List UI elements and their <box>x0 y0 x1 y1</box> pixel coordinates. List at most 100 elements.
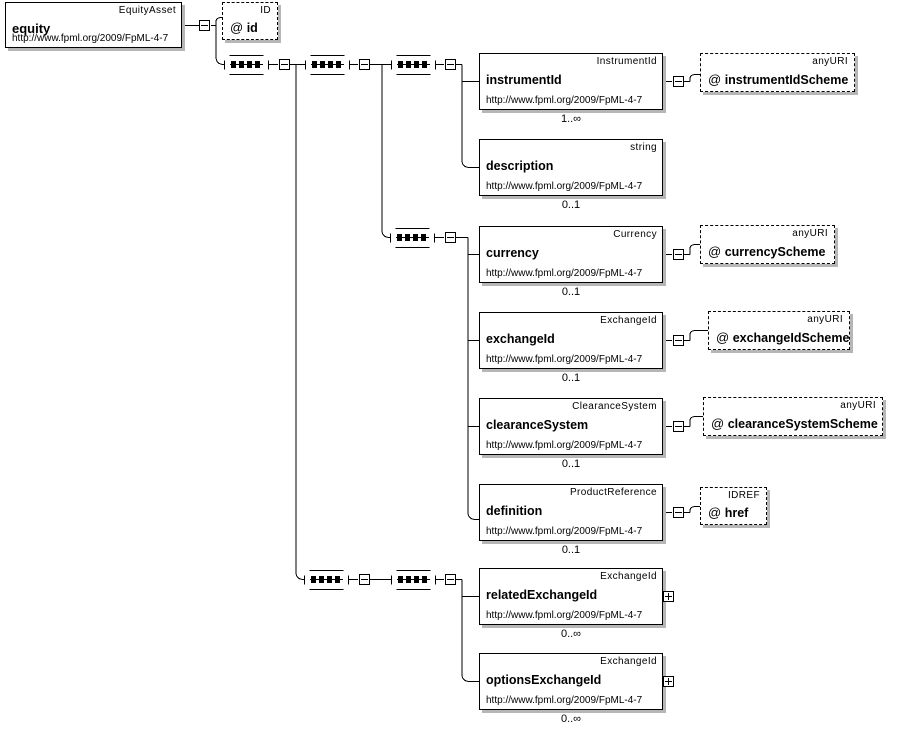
toggle-equity-collapse[interactable] <box>199 20 210 31</box>
sequence-node-exchange-outer[interactable] <box>304 570 349 590</box>
sequence-shell <box>391 55 436 75</box>
element-namespace-label: http://www.fpml.org/2009/FpML-4-7 <box>486 526 643 537</box>
cardinality-description: 0..1 <box>561 199 581 211</box>
sequence-node-currency[interactable] <box>390 228 435 248</box>
element-type-label: ExchangeId <box>600 315 657 326</box>
element-name-label: equity <box>12 21 51 36</box>
sequence-dot <box>414 61 419 68</box>
element-box-description[interactable]: string description http://www.fpml.org/2… <box>479 139 663 196</box>
toggle-sequence-exchange-outer[interactable] <box>359 574 370 585</box>
element-type-label: string <box>630 142 657 153</box>
element-name-label: description <box>486 159 554 173</box>
element-box-instrumentId[interactable]: InstrumentId instrumentId http://www.fpm… <box>479 53 663 110</box>
toggle-instrumentId-collapse[interactable] <box>673 76 684 87</box>
sequence-bar <box>396 237 429 238</box>
toggle-currency-collapse[interactable] <box>673 249 684 260</box>
element-name-label: definition <box>486 504 543 518</box>
attribute-box-id[interactable]: ID @ id <box>222 2 278 40</box>
sequence-dot <box>422 576 427 583</box>
sequence-node-root[interactable] <box>224 55 269 75</box>
cardinality-instrumentId: 1..∞ <box>560 113 582 125</box>
sequence-dot <box>398 576 403 583</box>
sequence-shell <box>304 570 349 590</box>
element-box-optionsExchangeId[interactable]: ExchangeId optionsExchangeId http://www.… <box>479 653 663 710</box>
sequence-node-exchange-inner[interactable] <box>391 570 436 590</box>
attribute-type-label: anyURI <box>840 400 876 411</box>
cardinality-relatedExchangeId: 0..∞ <box>560 628 582 640</box>
element-box-relatedExchangeId[interactable]: ExchangeId relatedExchangeId http://www.… <box>479 568 663 625</box>
sequence-dot <box>406 61 411 68</box>
element-box-exchangeId[interactable]: ExchangeId exchangeId http://www.fpml.or… <box>479 312 663 369</box>
element-type-label: Currency <box>613 229 657 240</box>
attribute-type-label: ID <box>260 5 271 16</box>
attribute-type-label: IDREF <box>728 490 760 501</box>
element-box-definition[interactable]: ProductReference definition http://www.f… <box>479 484 663 541</box>
attribute-name-text: currencyScheme <box>724 245 826 259</box>
attribute-name-label: @ currencyScheme <box>708 244 825 259</box>
element-type-label: InstrumentId <box>596 56 657 67</box>
sequence-shell <box>224 55 269 75</box>
sequence-dot <box>414 576 419 583</box>
attribute-name-text: instrumentIdScheme <box>724 73 849 87</box>
element-name-label: exchangeId <box>486 332 555 346</box>
attribute-name-label: @ exchangeIdScheme <box>716 330 849 345</box>
sequence-dot <box>312 61 317 68</box>
sequence-shell <box>391 570 436 590</box>
at-symbol-icon: @ <box>708 244 722 259</box>
attribute-name-text: clearanceSystemScheme <box>727 417 878 431</box>
attribute-box-clearanceSystemScheme[interactable]: anyURI @ clearanceSystemScheme <box>703 397 883 436</box>
element-box-currency[interactable]: Currency currency http://www.fpml.org/20… <box>479 226 663 283</box>
attribute-name-label: @ id <box>230 20 258 35</box>
sequence-dot <box>413 234 418 241</box>
element-namespace-label: http://www.fpml.org/2009/FpML-4-7 <box>486 181 643 192</box>
sequence-dot <box>405 234 410 241</box>
sequence-dot <box>336 61 341 68</box>
sequence-bar <box>397 64 430 65</box>
element-name-label: clearanceSystem <box>486 418 589 432</box>
attribute-box-exchangeIdScheme[interactable]: anyURI @ exchangeIdScheme <box>708 311 850 350</box>
element-namespace-label: http://www.fpml.org/2009/FpML-4-7 <box>486 354 643 365</box>
attribute-box-instrumentIdScheme[interactable]: anyURI @ instrumentIdScheme <box>700 53 855 92</box>
attribute-type-label: anyURI <box>812 56 848 67</box>
at-symbol-icon: @ <box>230 20 244 35</box>
at-symbol-icon: @ <box>708 505 722 520</box>
element-type-label: ProductReference <box>569 487 657 498</box>
element-box-clearanceSystem[interactable]: ClearanceSystem clearanceSystem http://w… <box>479 398 663 455</box>
cardinality-currency: 0..1 <box>561 286 581 298</box>
attribute-name-label: @ clearanceSystemScheme <box>711 416 878 431</box>
toggle-definition-collapse[interactable] <box>673 507 684 518</box>
toggle-sequence-group-1[interactable] <box>359 59 370 70</box>
toggle-sequence-exchange-inner[interactable] <box>445 574 456 585</box>
toggle-optionsExchangeId-expand[interactable] <box>663 676 674 687</box>
cardinality-exchangeId: 0..1 <box>561 372 581 384</box>
attribute-name-label: @ href <box>708 505 748 520</box>
at-symbol-icon: @ <box>716 330 730 345</box>
toggle-relatedExchangeId-expand[interactable] <box>663 591 674 602</box>
toggle-clearanceSystem-collapse[interactable] <box>673 421 684 432</box>
attribute-box-currencyScheme[interactable]: anyURI @ currencyScheme <box>700 225 835 264</box>
sequence-dot <box>231 61 236 68</box>
sequence-node-instrument[interactable] <box>391 55 436 75</box>
attribute-name-label: @ instrumentIdScheme <box>708 72 848 87</box>
element-type-label: ExchangeId <box>600 656 657 667</box>
sequence-dot <box>320 61 325 68</box>
sequence-dot <box>247 61 252 68</box>
element-box-equity[interactable]: EquityAsset equity http://www.fpml.org/2… <box>5 2 182 48</box>
at-symbol-icon: @ <box>708 72 722 87</box>
toggle-sequence-currency[interactable] <box>445 232 456 243</box>
element-namespace-label: http://www.fpml.org/2009/FpML-4-7 <box>486 268 643 279</box>
sequence-shell <box>305 55 350 75</box>
element-namespace-label: http://www.fpml.org/2009/FpML-4-7 <box>486 695 643 706</box>
element-namespace-label: http://www.fpml.org/2009/FpML-4-7 <box>486 95 643 106</box>
sequence-node-group-1[interactable] <box>305 55 350 75</box>
toggle-sequence-root[interactable] <box>279 59 290 70</box>
sequence-dot <box>397 234 402 241</box>
toggle-sequence-instrument[interactable] <box>445 59 456 70</box>
toggle-exchangeId-collapse[interactable] <box>673 335 684 346</box>
sequence-dot <box>327 576 332 583</box>
attribute-box-href[interactable]: IDREF @ href <box>700 487 767 525</box>
element-type-label: EquityAsset <box>118 5 176 16</box>
at-symbol-icon: @ <box>711 416 725 431</box>
